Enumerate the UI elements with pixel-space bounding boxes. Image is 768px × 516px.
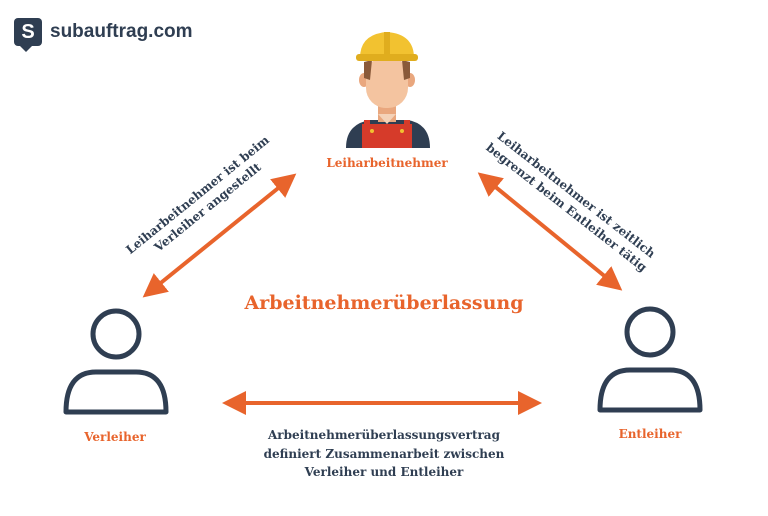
arrow-left-diagonal	[142, 173, 297, 298]
edge-label-bottom-line3: Verleiher und Entleiher	[304, 465, 464, 480]
verleiher-person-icon	[63, 308, 169, 415]
worker-icon	[346, 32, 430, 148]
node-label-leiharbeitnehmer: Leiharbeitnehmer	[326, 156, 448, 170]
edge-label-bottom-line1: Arbeitnehmerüberlassungsvertrag	[268, 428, 500, 442]
edge-label-bottom: Arbeitnehmerüberlassungsvertrag definier…	[224, 426, 544, 482]
arrow-right-diagonal	[477, 172, 623, 291]
edge-label-bottom-line2: definiert Zusammenarbeit zwischen	[263, 446, 505, 461]
entleiher-person-icon	[597, 306, 703, 413]
logo-text: subauftrag.com	[50, 21, 193, 42]
node-label-entleiher: Entleiher	[618, 427, 682, 441]
node-label-verleiher: Verleiher	[84, 430, 146, 444]
logo-icon: S	[14, 18, 42, 52]
logo[interactable]: S subauftrag.com	[14, 18, 193, 52]
center-title: Arbeitnehmerüberlassung	[244, 292, 524, 314]
